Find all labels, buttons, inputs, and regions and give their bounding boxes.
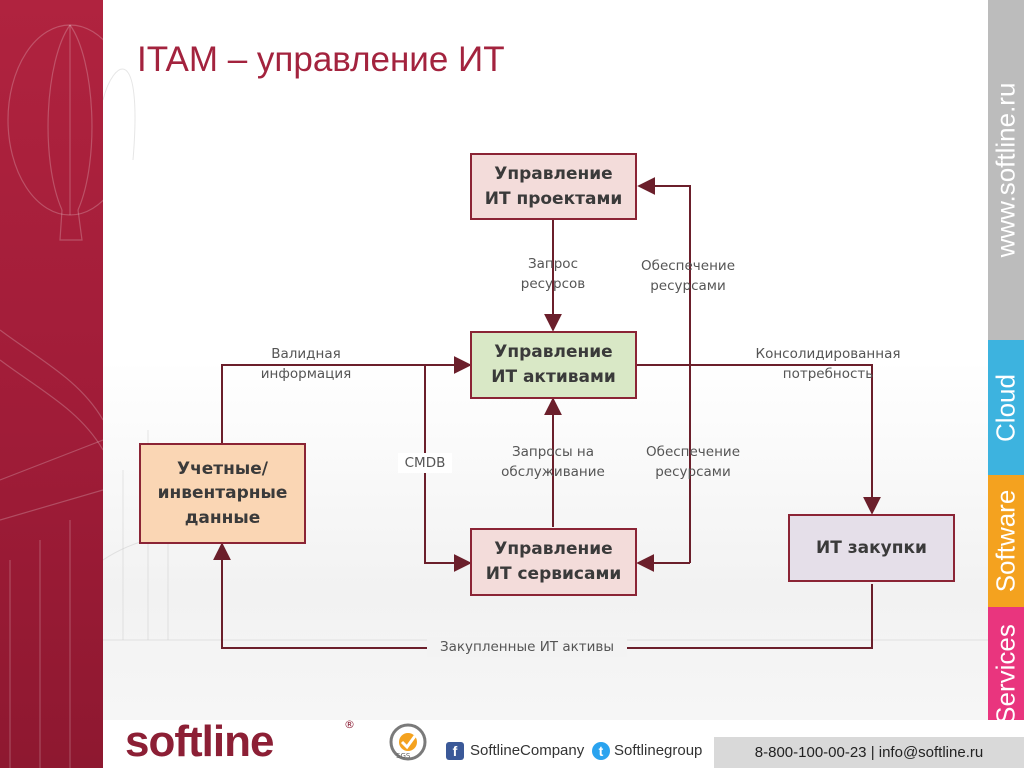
- rail-website-text: www.softline.ru: [990, 82, 1021, 258]
- label-purchased-assets: Закупленные ИТ активы: [427, 637, 627, 658]
- softline-logo[interactable]: softline: [125, 717, 274, 766]
- rail-services-text: Services: [990, 623, 1021, 724]
- sgs-label: SGS: [396, 752, 411, 760]
- rail-website: www.softline.ru: [988, 0, 1024, 340]
- registered-mark: ®: [344, 718, 355, 731]
- rail-cloud-text: Cloud: [990, 373, 1021, 442]
- left-decorative-band: [0, 0, 133, 768]
- label-resource-request: Запрос ресурсов: [520, 256, 586, 293]
- node-inventory-data: Учетные/ инвентарные данные: [139, 443, 306, 544]
- sgs-certification-icon: [389, 723, 427, 761]
- twitter-icon[interactable]: t: [592, 742, 610, 760]
- facebook-link[interactable]: SoftlineCompany: [470, 742, 585, 759]
- arrow-supply-to-projects: [637, 177, 691, 563]
- right-rail: www.softline.ru Cloud Software Services: [988, 0, 1024, 740]
- balloon-illustration: [0, 24, 133, 768]
- label-service-requests: Запросы на обслуживание: [501, 444, 605, 481]
- contact-bar: 8-800-100-00-23 | info@softline.ru: [714, 737, 1024, 768]
- rail-software-text: Software: [990, 489, 1021, 593]
- rail-cloud: Cloud: [988, 340, 1024, 475]
- label-resource-supply-top: Обеспечение ресурсами: [641, 258, 735, 295]
- arrow-cmdb-to-services: [424, 365, 472, 572]
- twitter-link[interactable]: Softlinegroup: [614, 742, 703, 759]
- node-it-assets: Управление ИТ активами: [470, 331, 637, 399]
- node-it-procurement: ИТ закупки: [788, 514, 955, 582]
- arrow-assets-to-procurement: [636, 364, 881, 515]
- label-cmdb: CMDB: [398, 453, 452, 474]
- rail-services: Services: [988, 607, 1024, 740]
- node-it-projects: Управление ИТ проектами: [470, 153, 637, 220]
- label-consolidated-need: Консолидированная потребность: [755, 346, 901, 383]
- arrow-inventory-to-assets: [221, 356, 472, 444]
- contact-info[interactable]: 8-800-100-00-23 | info@softline.ru: [754, 744, 984, 761]
- label-valid-info: Валидная информация: [260, 346, 352, 383]
- slide-title: ITAM – управление ИТ: [137, 40, 505, 79]
- node-it-services: Управление ИТ сервисами: [470, 528, 637, 596]
- rail-software: Software: [988, 475, 1024, 607]
- facebook-icon[interactable]: f: [446, 742, 464, 760]
- label-resource-supply-bottom: Обеспечение ресурсами: [646, 444, 740, 481]
